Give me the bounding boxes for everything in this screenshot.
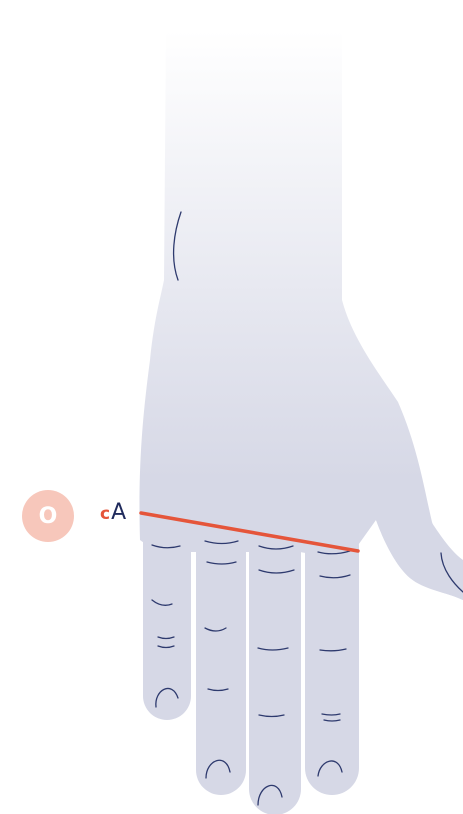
ring-finger [249, 510, 301, 814]
little-finger [305, 520, 359, 795]
measurement-label: cA [100, 500, 126, 527]
marker-text: O [39, 504, 58, 529]
index-finger [143, 505, 191, 720]
marker-badge: O [22, 490, 74, 542]
measurement-prefix: c [100, 504, 110, 524]
measurement-letter: A [111, 500, 126, 525]
middle-finger [196, 505, 246, 795]
thumb [376, 492, 463, 600]
